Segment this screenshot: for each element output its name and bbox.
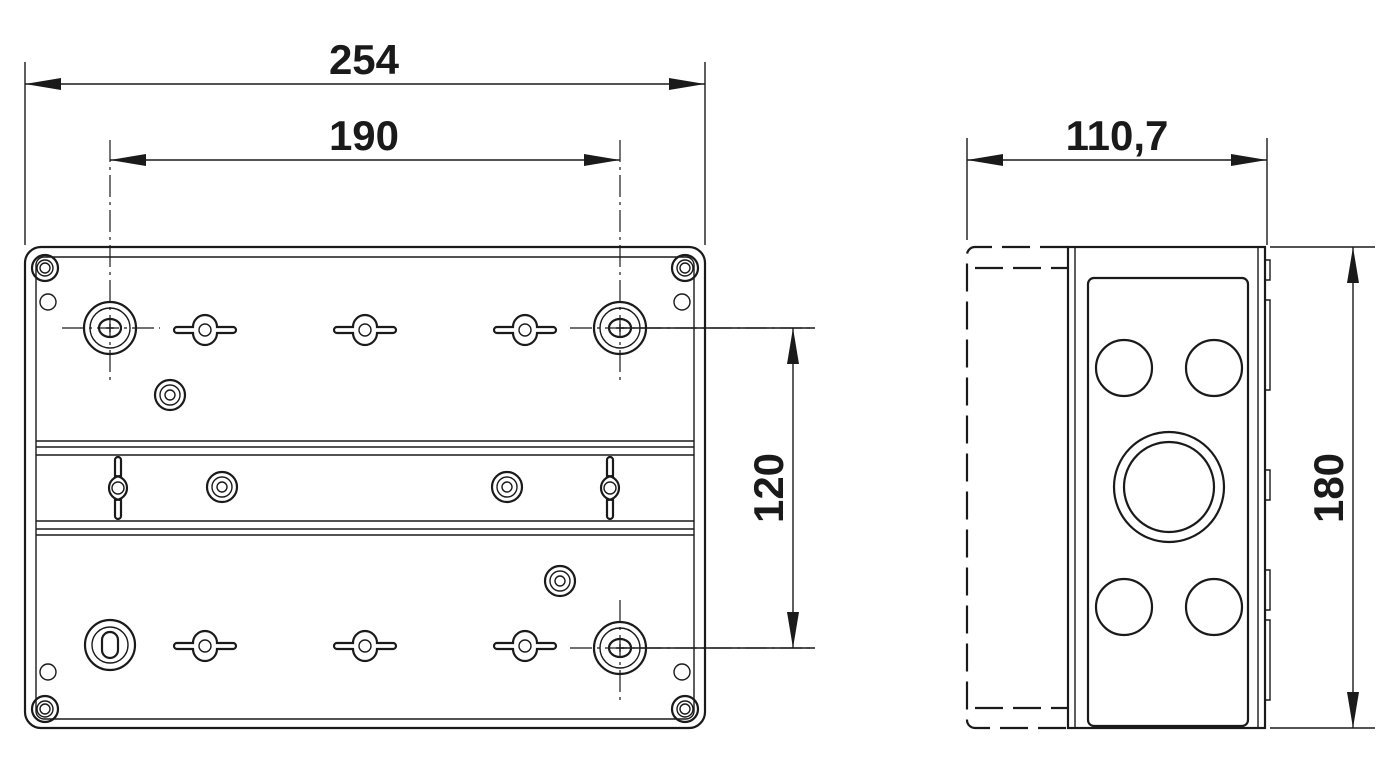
enclosure-inner	[35, 256, 695, 720]
large-knockout-icon	[1112, 430, 1226, 544]
knockout-icon	[1094, 577, 1154, 637]
knockout-icon	[1184, 338, 1244, 398]
knockout-icon	[1094, 338, 1154, 398]
dimension-120: 120	[745, 453, 792, 523]
knockout-icon	[1184, 577, 1244, 637]
enclosure-outline	[23, 245, 707, 730]
din-rail	[36, 440, 694, 536]
box-side-outline	[1066, 245, 1267, 730]
dimension-110-7: 110,7	[1066, 112, 1169, 159]
dimension-190: 190	[329, 112, 399, 159]
box-side-inner	[1086, 276, 1250, 728]
dimension-180: 180	[1305, 453, 1352, 523]
dimension-254: 254	[329, 36, 400, 83]
side-view: 110,7 180	[965, 112, 1375, 730]
lid-outline-dashed	[965, 245, 1068, 730]
front-view: 254 190 120	[23, 36, 815, 730]
oval-hole-icon	[83, 618, 137, 672]
